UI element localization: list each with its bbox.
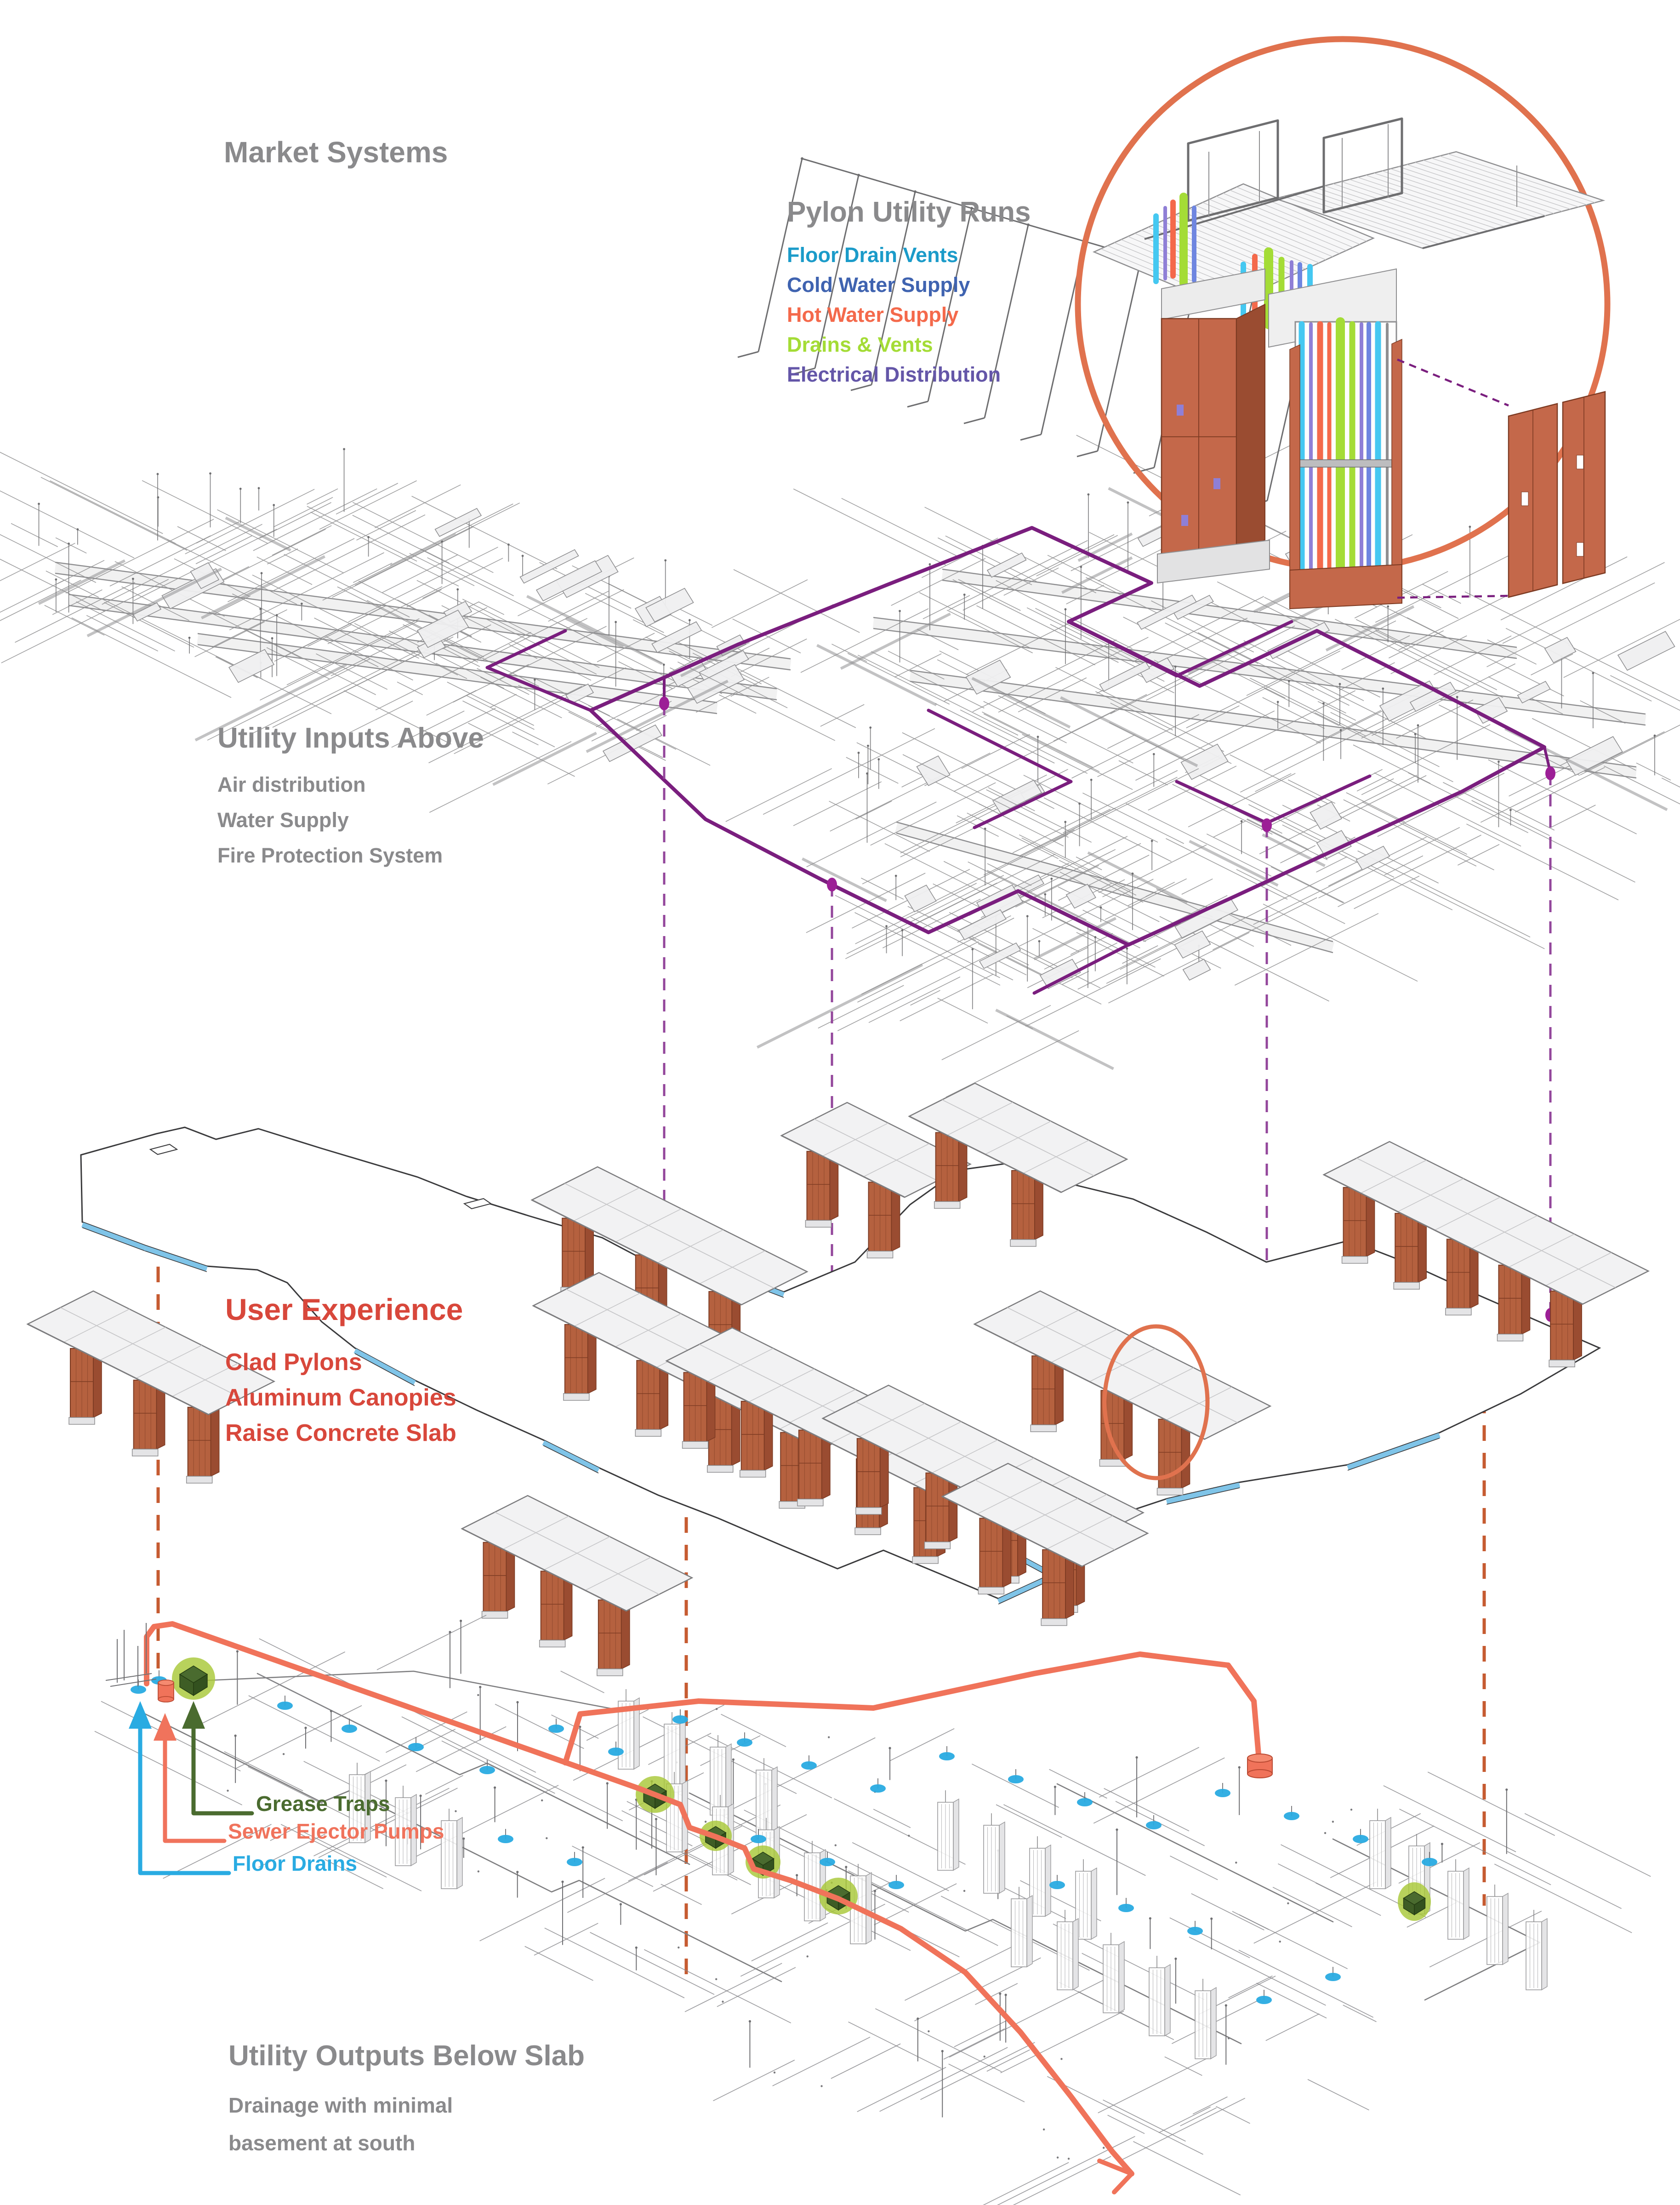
legend-item-electrical-distribution: Electrical Distribution [787,363,1001,387]
experience-line-pylons: Clad Pylons [225,1348,362,1376]
page-title: Market Systems [224,136,448,169]
layer-utility-outputs-drawing [94,1615,1651,2205]
pylon-utility-runs-legend: Pylon Utility Runs Floor Drain Vents Col… [787,196,1031,389]
utility-outputs-label-block: Utility Outputs Below Slab Drainage with… [228,2040,585,2162]
bottom-legend-arrows [129,1701,254,1875]
experience-line-canopies: Aluminum Canopies [225,1384,456,1411]
callout-title: Pylon Utility Runs [787,196,1031,228]
legend-item-hot-water-supply: Hot Water Supply [787,303,959,327]
legend-item-floor-drain-vents: Floor Drain Vents [787,243,958,267]
utility-inputs-label-block: Utility Inputs Above Air distribution Wa… [217,722,484,873]
utility-inputs-title: Utility Inputs Above [217,722,484,754]
legend-item-drains-vents: Drains & Vents [787,333,933,357]
inputs-line-water: Water Supply [217,808,349,832]
layer-user-experience-drawing [26,1082,1650,1676]
user-experience-label-block: User Experience Clad Pylons Aluminum Can… [225,1293,463,1451]
inputs-line-fire: Fire Protection System [217,844,443,868]
utility-outputs-title: Utility Outputs Below Slab [228,2040,585,2072]
outputs-line-drainage: Drainage with minimal [228,2093,453,2118]
experience-line-slab: Raise Concrete Slab [225,1419,456,1446]
outputs-line-basement: basement at south [228,2131,416,2155]
grease-traps-label: Grease Traps [256,1792,390,1816]
legend-item-cold-water-supply: Cold Water Supply [787,273,970,297]
layer-utility-inputs-drawing [0,157,1680,1098]
floor-drains-label: Floor Drains [233,1851,357,1875]
inputs-line-air: Air distribution [217,773,366,797]
sewer-ejector-pumps-label: Sewer Ejector Pumps [228,1819,444,1843]
user-experience-title: User Experience [225,1292,463,1326]
pylon-detail-callout [1075,36,1611,610]
